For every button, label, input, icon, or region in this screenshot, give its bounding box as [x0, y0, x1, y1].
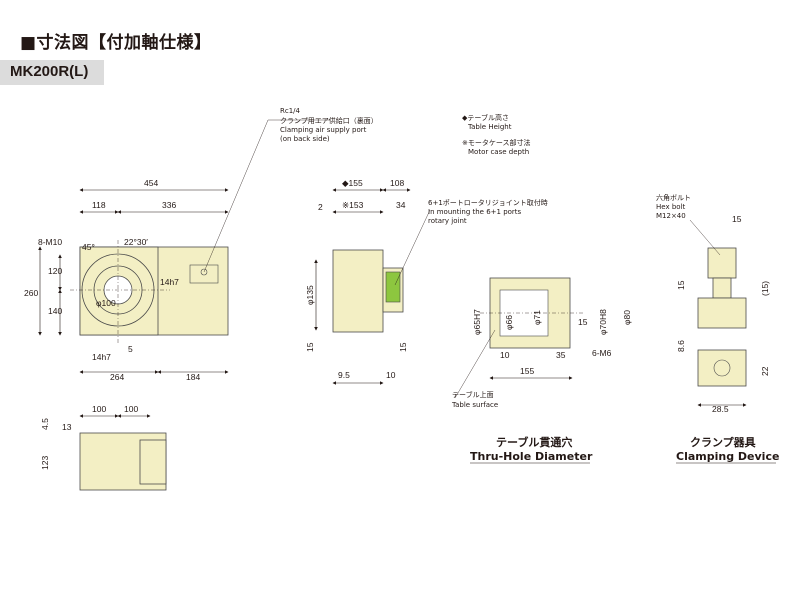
dim-123: 123 [40, 456, 50, 470]
dim-454: 454 [144, 178, 158, 188]
dim-35: 35 [556, 350, 566, 360]
plan-view: 100 100 13 4.5 123 [40, 404, 167, 491]
dim-153: ※153 [342, 200, 364, 210]
motor-panel [189, 264, 219, 284]
bolt-jp: 六角ボルト [656, 193, 691, 202]
joint-callout: 6+1ポートロータリジョイント取付時 In mounting the 6+1 p… [394, 198, 548, 286]
legend-motor-en: Motor case depth [468, 148, 529, 156]
legend-table-height-jp: ◆テーブル高さ [462, 113, 509, 122]
clamp-bolt-shank [712, 277, 732, 299]
rc-label: Rc1/4 [280, 107, 301, 115]
dim-8m10: 8-M10 [38, 237, 62, 247]
dim-phi66: φ66 [504, 315, 514, 330]
clamp-bolt-head [707, 247, 737, 279]
dim-118: 118 [92, 200, 106, 210]
dim-phi70: φ70H8 [598, 309, 608, 335]
dim-15-thru: 15 [578, 317, 588, 327]
joint-jp: 6+1ポートロータリジョイント取付時 [428, 198, 548, 207]
dim-108: 108 [390, 178, 404, 188]
clamp-base [697, 349, 747, 387]
clamp-caption-jp: クランプ器具 [690, 435, 756, 449]
dim-5: 5 [128, 344, 133, 354]
clamp-air-en1: Clamping air supply port [280, 126, 367, 134]
dim-14h7-b: 14h7 [92, 352, 111, 362]
joint-en2: rotary joint [428, 217, 467, 225]
dim-100-a: 100 [92, 404, 106, 414]
clamp-air-jp: クランプ用エア供給口（裏面） [280, 116, 378, 125]
clamp-air-en2: (on back side) [280, 135, 330, 143]
bolt-en2: M12×40 [656, 212, 686, 220]
dim-9-5: 9.5 [338, 370, 350, 380]
dim-8-6: 8.6 [676, 340, 686, 352]
dim-15-clamp-b: 15 [676, 280, 686, 290]
dim-phi100: φ100 [96, 298, 116, 308]
dim-4-5: 4.5 [40, 418, 50, 430]
dim-264: 264 [110, 372, 124, 382]
dim-2: 2 [318, 202, 323, 212]
dim-155-side: ◆155 [342, 178, 363, 188]
clamp-view: 六角ボルト Hex bolt M12×40 15 15 (15) 8.6 22 … [656, 193, 779, 464]
air-port [200, 268, 208, 276]
dim-100-b: 100 [124, 404, 138, 414]
dim-28-5: 28.5 [712, 404, 729, 414]
joint-en1: In mounting the 6+1 ports [428, 208, 522, 216]
dim-15-side-a: 15 [305, 342, 315, 352]
dim-155-thru: 155 [520, 366, 534, 376]
dim-10-side: 10 [386, 370, 396, 380]
dim-15-clamp-c: (15) [760, 281, 770, 296]
plan-motor [139, 439, 167, 485]
front-view: 454 118 336 8-M10 45° 22°30′ 260 120 140… [24, 178, 229, 382]
side-body [332, 249, 384, 333]
page-title: ■寸法図【付加軸仕様】 [20, 33, 212, 53]
dim-15-side-b: 15 [398, 342, 408, 352]
model-name: MK200R(L) [10, 63, 89, 80]
model-band: MK200R(L) [0, 60, 104, 85]
dim-45deg: 45° [82, 242, 95, 252]
dim-22deg: 22°30′ [124, 237, 148, 247]
dim-140: 140 [48, 306, 62, 316]
surface-jp: テーブル上面 [452, 390, 494, 399]
dim-6m6: 6-M6 [592, 348, 612, 358]
dim-phi135: φ135 [305, 285, 315, 305]
clamp-caption-en: Clamping Device [676, 450, 779, 463]
rotary-joint [385, 271, 401, 303]
dim-phi65: φ65H7 [472, 309, 482, 335]
air-port-callout: Rc1/4 クランプ用エア供給口（裏面） Clamping air supply… [203, 107, 378, 273]
surface-en: Table surface [451, 401, 498, 409]
dim-14h7-a: 14h7 [160, 277, 179, 287]
dim-phi80: φ80 [622, 310, 632, 325]
thru-hole-view: φ65H7 φ66 φ71 15 φ70H8 φ80 10 35 6-M6 15… [451, 277, 632, 464]
thru-caption-jp: テーブル貫通穴 [496, 435, 572, 449]
legend-motor-jp: ※モータケース部寸法 [462, 138, 531, 147]
clamp-block [697, 297, 747, 329]
legend: ◆テーブル高さ Table Height ※モータケース部寸法 Motor ca… [462, 113, 531, 156]
clamp-hole [713, 359, 731, 377]
side-view: ◆155 108 2 ※153 34 φ135 15 15 9.5 10 [305, 178, 411, 385]
dim-120: 120 [48, 266, 62, 276]
dim-22: 22 [760, 366, 770, 376]
bolt-en1: Hex bolt [656, 203, 685, 211]
dim-10-thru: 10 [500, 350, 510, 360]
dim-260: 260 [24, 288, 38, 298]
dim-13: 13 [62, 422, 72, 432]
thru-caption-en: Thru-Hole Diameter [470, 450, 593, 463]
dim-184: 184 [186, 372, 200, 382]
dim-336: 336 [162, 200, 176, 210]
dim-phi71: φ71 [532, 310, 542, 325]
dim-15-clamp-a: 15 [732, 214, 742, 224]
legend-table-height-en: Table Height [467, 123, 512, 131]
dim-34: 34 [396, 200, 406, 210]
